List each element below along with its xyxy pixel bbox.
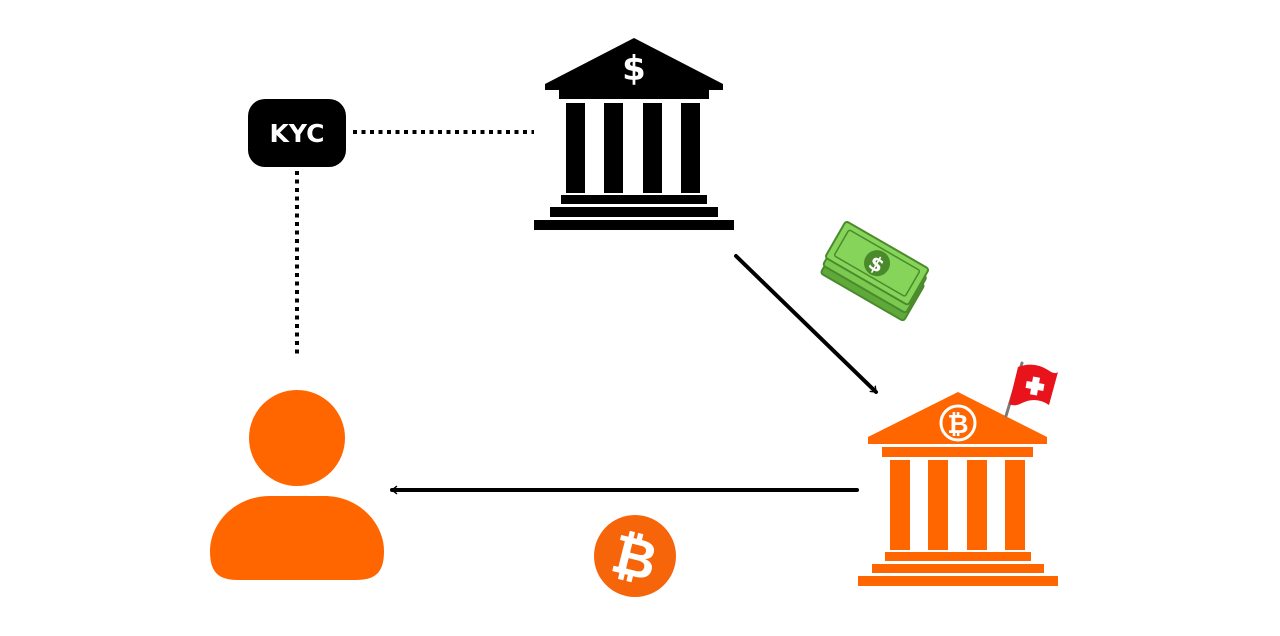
bitcoin-coin-icon: ₿: [594, 515, 676, 597]
flag-cross: [1025, 376, 1045, 396]
kyc-badge: KYC: [248, 99, 346, 167]
bank-to-bitcoin-bank-arrow: [734, 254, 878, 394]
bank-bitcoin-symbol: ₿: [947, 410, 968, 440]
cash-bills-icon: $: [820, 221, 930, 322]
bank-bitcoin-emblem: [939, 404, 977, 442]
dollar-symbol: $: [622, 49, 646, 89]
user-icon: [210, 390, 384, 580]
swiss-flag-icon: [1004, 361, 1058, 418]
user-head: [249, 390, 345, 486]
bank-dollar-icon: $: [534, 38, 734, 230]
kyc-badge-background: [248, 99, 346, 167]
bank-bitcoin-icon: ₿: [858, 392, 1058, 586]
user-body: [210, 496, 384, 580]
kyc-label: KYC: [270, 119, 325, 148]
